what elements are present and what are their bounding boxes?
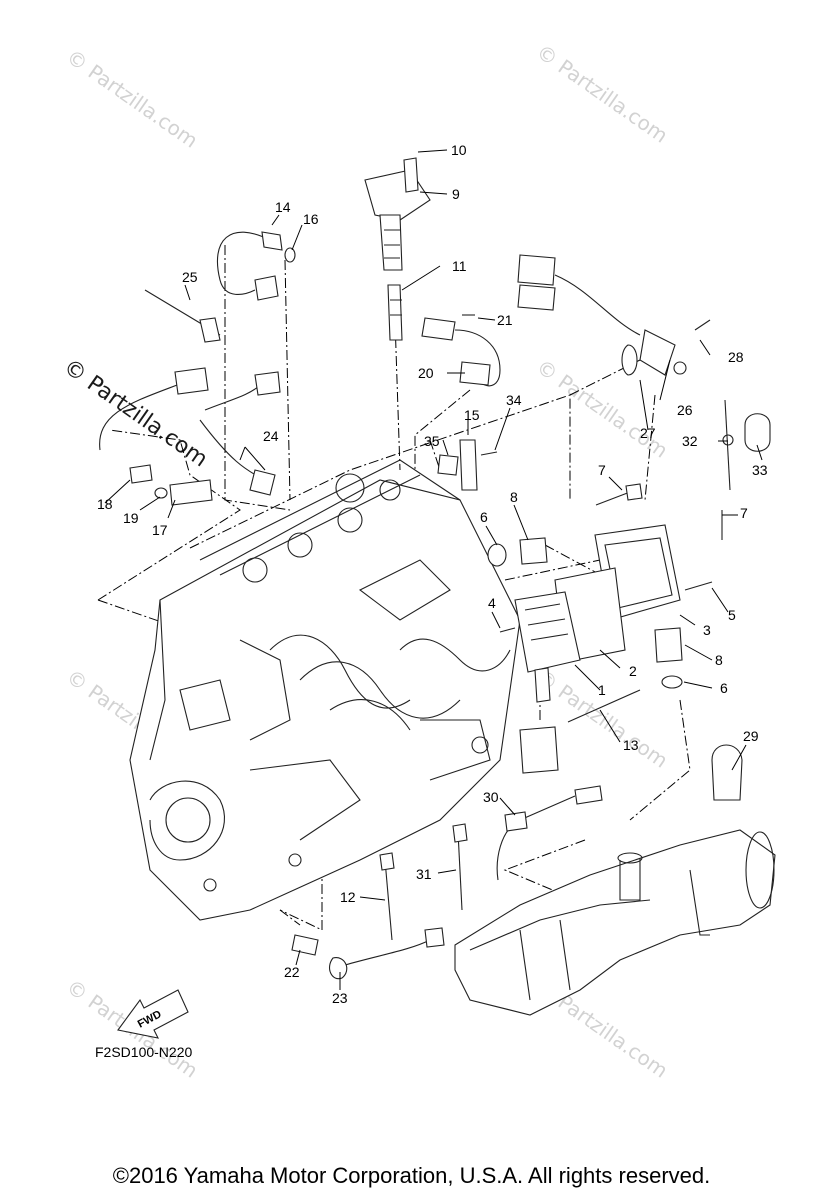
sensor-29	[711, 744, 743, 801]
part-label: 23	[332, 990, 348, 1006]
watermark: © Partzilla.com	[532, 39, 672, 147]
harness-17-24	[99, 367, 281, 506]
part-label: 31	[416, 866, 432, 882]
part-label: 10	[451, 142, 467, 158]
bolts	[462, 314, 723, 723]
sensor-20	[421, 317, 501, 387]
part-label: 18	[97, 496, 113, 512]
part-label: 11	[452, 258, 467, 274]
part-label: 14	[275, 199, 291, 215]
part-label: 29	[743, 728, 759, 744]
part-label: 35	[424, 433, 440, 449]
part-label: 13	[623, 737, 639, 753]
part-label: 12	[340, 889, 356, 905]
part-label: 16	[303, 211, 319, 227]
part-label: 24	[263, 428, 279, 444]
part-label: 19	[123, 510, 139, 526]
part-label: 22	[284, 964, 300, 980]
part-label: 17	[152, 522, 168, 538]
part-label: 32	[682, 433, 698, 449]
sensor-cable-14	[216, 231, 296, 301]
part-label: 30	[483, 789, 499, 805]
part-label: 25	[182, 269, 198, 285]
part-label: 21	[497, 312, 513, 328]
ecu	[514, 591, 581, 774]
part-label: 8	[510, 489, 518, 505]
grommets-6-8	[487, 537, 683, 689]
camshaft-sensor-harness	[517, 254, 687, 376]
part-labels: 10 9 14 16 11 25 21 28 20 34 26 15 27 24…	[97, 142, 768, 1006]
part-label: 9	[452, 186, 460, 202]
part-label: 26	[677, 402, 693, 418]
watermark: © Partzilla.com	[532, 354, 672, 462]
parts-15-35	[437, 439, 478, 491]
watermark: © Partzilla.com	[62, 44, 202, 152]
spark-plug	[387, 284, 403, 341]
part-label: 8	[715, 652, 723, 668]
part-label: 34	[506, 392, 522, 408]
part-label: 5	[728, 607, 736, 623]
cable-tie-25	[144, 289, 221, 343]
part-label: 1	[598, 682, 606, 698]
part-label: 27	[640, 425, 656, 441]
part-label: 2	[629, 663, 637, 679]
part-label: 6	[720, 680, 728, 696]
part-label: 20	[418, 365, 434, 381]
engine-block	[129, 459, 521, 921]
forward-arrow-icon: FWD	[117, 989, 189, 1039]
sensor-30	[496, 785, 603, 881]
part-label: 7	[598, 462, 606, 478]
copyright-notice: ©2016 Yamaha Motor Corporation, U.S.A. A…	[112, 1163, 711, 1188]
cable-ties-12-31	[379, 823, 468, 941]
part-label: 28	[728, 349, 744, 365]
intake-manifold	[454, 829, 776, 1016]
part-label: 15	[464, 407, 480, 423]
diagram-code: F2SD100-N220	[95, 1044, 192, 1060]
part-label: 4	[488, 595, 496, 611]
part-label: 7	[740, 505, 748, 521]
part-label: 33	[752, 462, 768, 478]
part-label: 3	[703, 622, 711, 638]
part-label: 6	[480, 509, 488, 525]
parts-32-33	[722, 399, 771, 491]
sensors-22-23	[291, 927, 445, 980]
leader-lines	[104, 149, 763, 990]
ignition-coil	[364, 157, 431, 271]
